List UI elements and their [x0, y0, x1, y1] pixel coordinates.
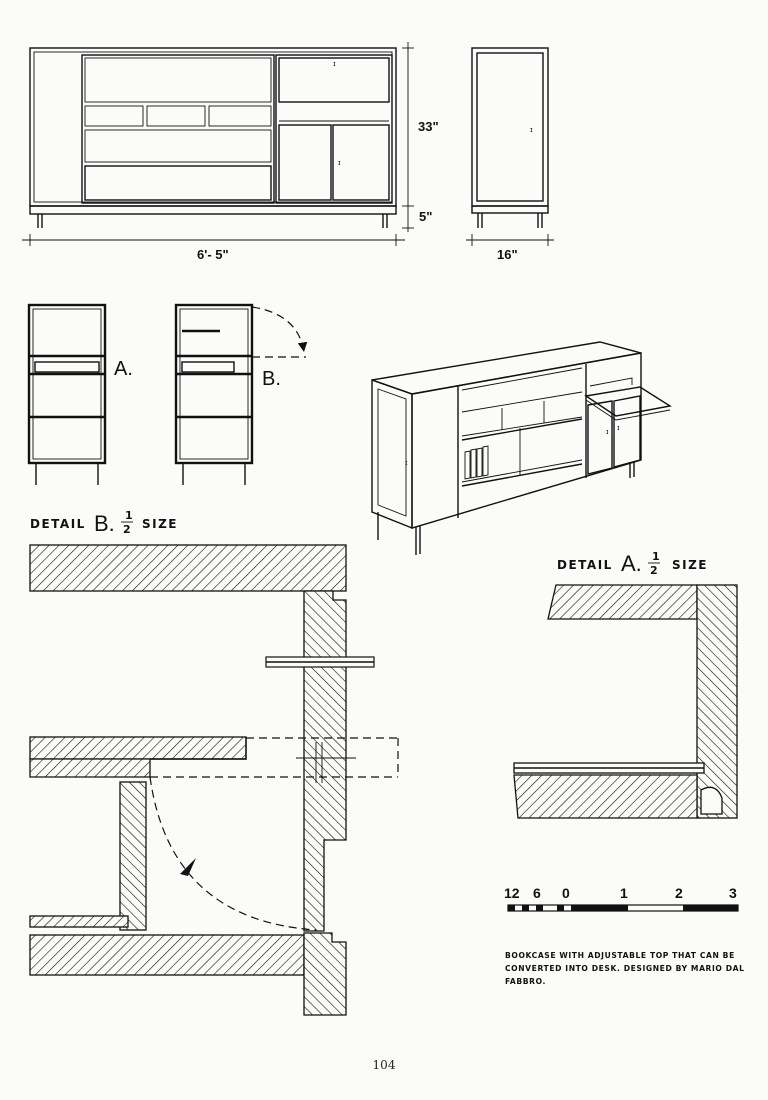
section-a-label: A. — [114, 358, 133, 380]
svg-text:ɪ: ɪ — [405, 459, 408, 467]
section-b-label: B. — [262, 368, 281, 390]
svg-text:ɪ: ɪ — [338, 159, 341, 167]
side-elevation: ɪ 16" — [466, 47, 554, 262]
svg-text:2: 2 — [650, 564, 658, 577]
svg-text:B.: B. — [94, 511, 115, 536]
scale-label-0: 0 — [562, 885, 570, 901]
figure-caption: BOOKCASE WITH ADJUSTABLE TOP THAT CAN BE… — [505, 951, 745, 986]
section-b: B. — [174, 303, 308, 485]
scale-bar: 12 6 0 1 2 3 — [504, 885, 739, 912]
front-elevation: ɪ ɪ 33" 5" 6'- 5" — [22, 42, 439, 262]
scale-label-6: 6 — [533, 885, 541, 901]
scale-label-1: 1 — [620, 885, 628, 901]
dimension-depth: 16" — [497, 247, 518, 262]
svg-text:ɪ: ɪ — [617, 424, 620, 432]
svg-text:A.: A. — [621, 551, 642, 576]
svg-text:SIZE: SIZE — [672, 558, 708, 572]
svg-text:ɪ: ɪ — [530, 126, 533, 134]
perspective-view: ɪ ɪ ɪ — [371, 341, 672, 555]
dimension-height-legs: 5" — [419, 209, 432, 224]
detail-a-heading: DETAIL A. 1 2 SIZE — [557, 550, 708, 577]
detail-b-heading: DETAIL B. 1 2 SIZE — [30, 509, 178, 536]
section-a: A. — [27, 303, 133, 485]
svg-text:ɪ: ɪ — [333, 60, 336, 68]
page-number: 104 — [372, 1058, 396, 1072]
svg-text:DETAIL: DETAIL — [30, 517, 86, 531]
svg-text:DETAIL: DETAIL — [557, 558, 613, 572]
svg-text:1: 1 — [125, 509, 133, 522]
svg-text:2: 2 — [123, 523, 131, 536]
dimension-height-main: 33" — [418, 119, 439, 134]
scale-label-12: 12 — [504, 885, 520, 901]
scale-label-3: 3 — [729, 885, 737, 901]
scale-label-2: 2 — [675, 885, 683, 901]
svg-text:1: 1 — [652, 550, 660, 563]
dimension-width: 6'- 5" — [197, 247, 229, 262]
detail-b-section — [29, 544, 399, 1016]
detail-a-section — [513, 584, 738, 819]
svg-text:SIZE: SIZE — [142, 517, 178, 531]
svg-text:ɪ: ɪ — [606, 428, 609, 436]
